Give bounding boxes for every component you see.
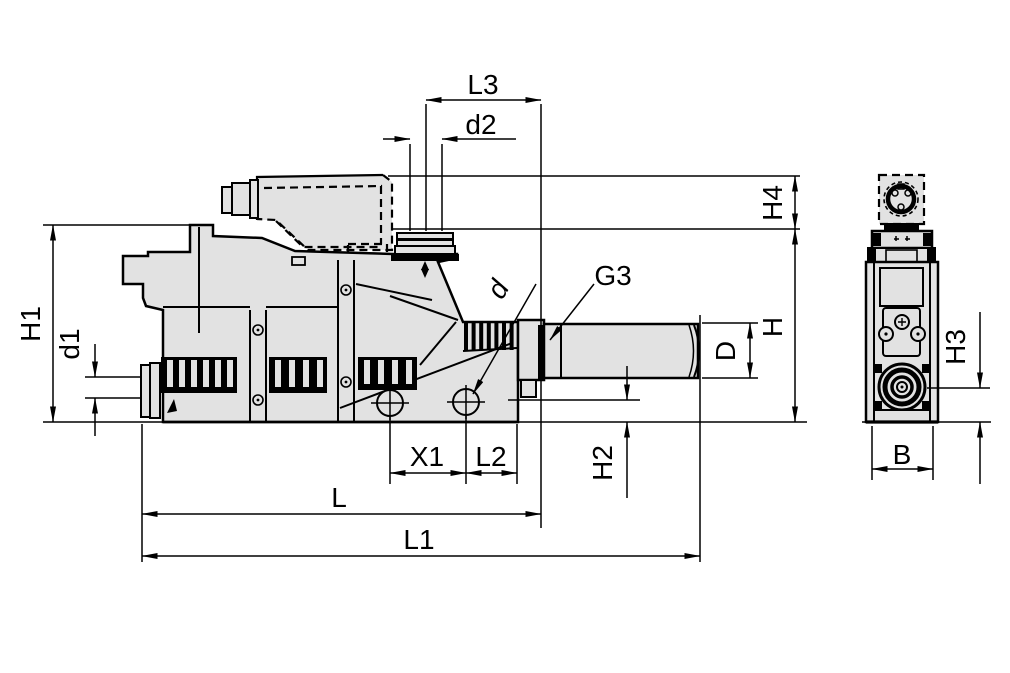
body-internal-lines [163,227,518,424]
leader-d [472,283,537,395]
body-screws [252,284,352,406]
connector-pin [891,189,899,197]
dim-label-L: L [331,482,347,513]
front-base [873,409,931,423]
dim-label-H: H [757,317,788,337]
dimension-lines [50,97,983,559]
front-view [862,173,991,424]
dim-label-d: d [480,274,515,304]
tube-front-rings [873,362,931,412]
dim-label-X1: X1 [410,441,444,472]
dim-label-D: D [710,341,741,361]
mounting-hole-2 [447,385,485,419]
port-marker [167,399,177,413]
dim-label-L3: L3 [467,69,498,100]
side-view [43,173,807,424]
valve-panel [878,307,926,357]
centerline-marker [421,261,429,270]
top-push-in-fitting [391,232,459,278]
connector-pin [904,189,912,197]
dim-label-d1: d1 [54,328,85,359]
mounting-hole-1 [371,386,409,420]
cable-connector [221,179,259,219]
exhaust-tube [542,322,700,380]
connector-pin [897,203,905,211]
dim-label-G3: G3 [594,260,631,291]
thread-and-tube [462,318,700,398]
dim-label-L2: L2 [475,441,506,472]
left-push-in-fitting [140,362,177,419]
upper-window [879,267,924,307]
dimension-labels: L3 d2 H4 H H1 d1 G3 d D H2 X1 L2 L L1 H3… [15,69,971,555]
dim-label-H4: H4 [757,185,788,221]
extension-lines [43,104,990,562]
dim-label-H2: H2 [587,445,618,481]
mounting-clamp [867,229,936,265]
dim-label-B: B [893,439,912,470]
dim-label-H3: H3 [940,329,971,365]
dim-label-L1: L1 [403,524,434,555]
round-connector [883,181,919,217]
dim-label-H1: H1 [15,306,46,342]
connector-neck [884,223,919,232]
silencer-fins [161,357,417,393]
leader-G3 [549,283,595,341]
dim-label-d2: d2 [465,109,496,140]
plug-housing-dashed [221,173,394,257]
